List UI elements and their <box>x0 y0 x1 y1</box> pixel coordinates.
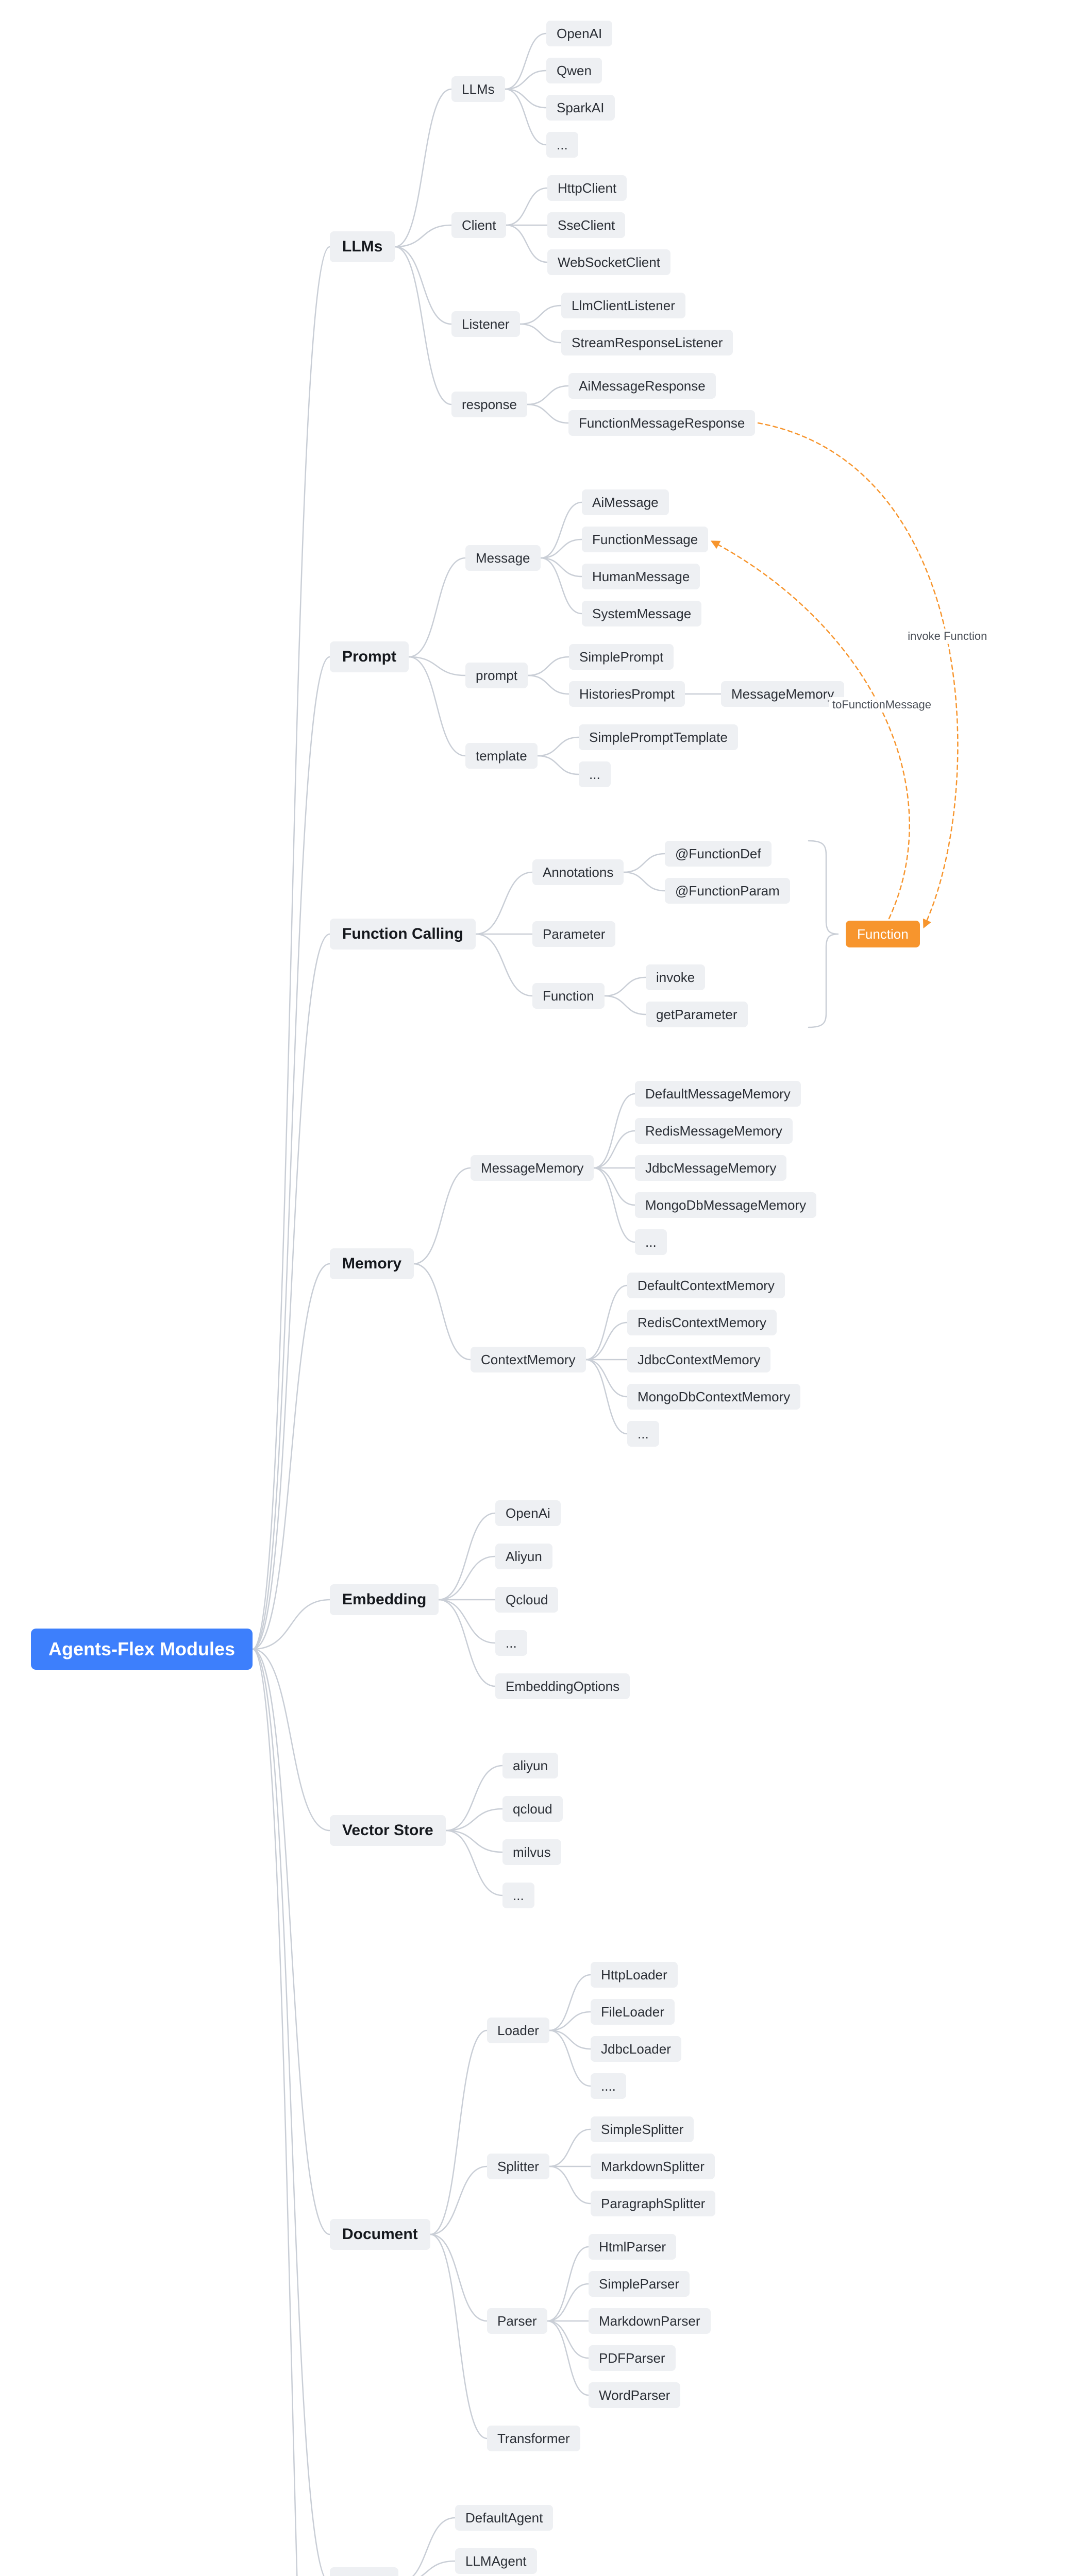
node-streamresponselistener[interactable]: StreamResponseListener <box>561 330 733 355</box>
node-functiondef[interactable]: @FunctionDef <box>665 841 772 867</box>
node-websocketclient[interactable]: WebSocketClient <box>547 249 670 275</box>
node-embedding[interactable]: Embedding <box>330 1584 439 1615</box>
node-markdownparser[interactable]: MarkdownParser <box>589 2308 711 2334</box>
node-llmagent[interactable]: LLMAgent <box>455 2548 537 2574</box>
node-openai[interactable]: OpenAI <box>546 21 613 46</box>
node-functionmessage[interactable]: FunctionMessage <box>582 527 709 552</box>
node-dots[interactable]: ... <box>635 1229 667 1255</box>
node-llms[interactable]: LLMs <box>451 76 505 102</box>
node-llmclientlistener[interactable]: LlmClientListener <box>561 293 685 318</box>
node-simpleparser[interactable]: SimpleParser <box>589 2271 690 2297</box>
node-embeddingoptions[interactable]: EmbeddingOptions <box>495 1673 630 1699</box>
node-simpleprompt[interactable]: SimplePrompt <box>569 644 674 670</box>
node-template[interactable]: template <box>465 743 538 769</box>
node-dots[interactable]: ... <box>579 761 611 787</box>
node-memory[interactable]: Memory <box>330 1248 414 1279</box>
node-defaultagent[interactable]: DefaultAgent <box>455 2505 554 2531</box>
node-dots[interactable]: ... <box>495 1630 527 1656</box>
node-rediscontextmemory[interactable]: RedisContextMemory <box>627 1310 777 1335</box>
node-jdbccontextmemory[interactable]: JdbcContextMemory <box>627 1347 771 1372</box>
node-contextmemory[interactable]: ContextMemory <box>471 1347 586 1372</box>
node-jdbcmessagememory[interactable]: JdbcMessageMemory <box>635 1155 787 1181</box>
node-simpleprompttemplate[interactable]: SimplePromptTemplate <box>579 724 738 750</box>
node-listener[interactable]: Listener <box>451 311 520 337</box>
node-invoke[interactable]: invoke <box>646 964 706 990</box>
function-overlay-node[interactable]: Function <box>846 921 920 947</box>
node-markdownsplitter[interactable]: MarkdownSplitter <box>591 2154 715 2179</box>
node-messagememory[interactable]: MessageMemory <box>721 681 845 707</box>
node-dots[interactable]: ... <box>546 132 578 158</box>
node-pdfparser[interactable]: PDFParser <box>589 2345 676 2371</box>
node-function-calling[interactable]: Function Calling <box>330 919 476 950</box>
node-agent[interactable]: Agent <box>330 2567 398 2576</box>
node-milvus[interactable]: milvus <box>502 1839 561 1865</box>
node-simplesplitter[interactable]: SimpleSplitter <box>591 2116 694 2142</box>
node-response[interactable]: response <box>451 392 527 417</box>
node-qcloud[interactable]: qcloud <box>502 1796 563 1822</box>
node-message[interactable]: Message <box>465 545 541 571</box>
node-aliyun[interactable]: aliyun <box>502 1753 558 1778</box>
node-httpclient[interactable]: HttpClient <box>547 175 627 201</box>
node-transformer[interactable]: Transformer <box>487 2426 580 2451</box>
node-functionparam[interactable]: @FunctionParam <box>665 878 790 904</box>
node-splitter[interactable]: Splitter <box>487 2154 549 2179</box>
node-qwen[interactable]: Qwen <box>546 58 602 83</box>
node-wordparser[interactable]: WordParser <box>589 2382 681 2408</box>
node-mongodbmessagememory[interactable]: MongoDbMessageMemory <box>635 1192 817 1218</box>
edge-label-invoke-function: invoke Function <box>904 628 991 644</box>
node-dots[interactable]: ... <box>627 1421 659 1447</box>
node-loader[interactable]: Loader <box>487 2018 549 2043</box>
edge-label-to-function-message: toFunctionMessage <box>829 697 934 713</box>
node-annotations[interactable]: Annotations <box>532 859 624 885</box>
node-humanmessage[interactable]: HumanMessage <box>582 564 700 589</box>
node-systemmessage[interactable]: SystemMessage <box>582 601 702 626</box>
node-prompt[interactable]: prompt <box>465 663 528 688</box>
node-htmlparser[interactable]: HtmlParser <box>589 2234 677 2260</box>
node-aliyun[interactable]: Aliyun <box>495 1544 552 1569</box>
node-dots[interactable]: ... <box>502 1883 534 1908</box>
node-parser[interactable]: Parser <box>487 2308 547 2334</box>
node-function[interactable]: Function <box>532 983 605 1009</box>
node-llms[interactable]: LLMs <box>330 231 395 262</box>
node-historiesprompt[interactable]: HistoriesPrompt <box>569 681 685 707</box>
node-redismessagememory[interactable]: RedisMessageMemory <box>635 1118 793 1144</box>
node-prompt[interactable]: Prompt <box>330 641 409 672</box>
node-getparameter[interactable]: getParameter <box>646 1002 748 1027</box>
node-document[interactable]: Document <box>330 2219 430 2250</box>
node-paragraphsplitter[interactable]: ParagraphSplitter <box>591 2191 716 2216</box>
node-httploader[interactable]: HttpLoader <box>591 1962 678 1988</box>
node-defaultmessagememory[interactable]: DefaultMessageMemory <box>635 1081 801 1107</box>
node-parameter[interactable]: Parameter <box>532 921 616 947</box>
node-sparkai[interactable]: SparkAI <box>546 95 615 121</box>
node-sseclient[interactable]: SseClient <box>547 212 626 238</box>
node-client[interactable]: Client <box>451 212 507 238</box>
node-messagememory[interactable]: MessageMemory <box>471 1155 594 1181</box>
node-defaultcontextmemory[interactable]: DefaultContextMemory <box>627 1273 785 1298</box>
node-mongodbcontextmemory[interactable]: MongoDbContextMemory <box>627 1384 801 1410</box>
node-dots[interactable]: .... <box>591 2073 626 2099</box>
node-aimessageresponse[interactable]: AiMessageResponse <box>568 373 716 399</box>
root-node[interactable]: Agents-Flex Modules <box>31 1629 253 1670</box>
node-fileloader[interactable]: FileLoader <box>591 1999 675 2025</box>
node-aimessage[interactable]: AiMessage <box>582 489 669 515</box>
node-functionmessageresponse[interactable]: FunctionMessageResponse <box>568 410 756 436</box>
node-qcloud[interactable]: Qcloud <box>495 1587 559 1613</box>
node-jdbcloader[interactable]: JdbcLoader <box>591 2036 681 2062</box>
node-openai[interactable]: OpenAi <box>495 1500 561 1526</box>
node-vector-store[interactable]: Vector Store <box>330 1815 446 1846</box>
